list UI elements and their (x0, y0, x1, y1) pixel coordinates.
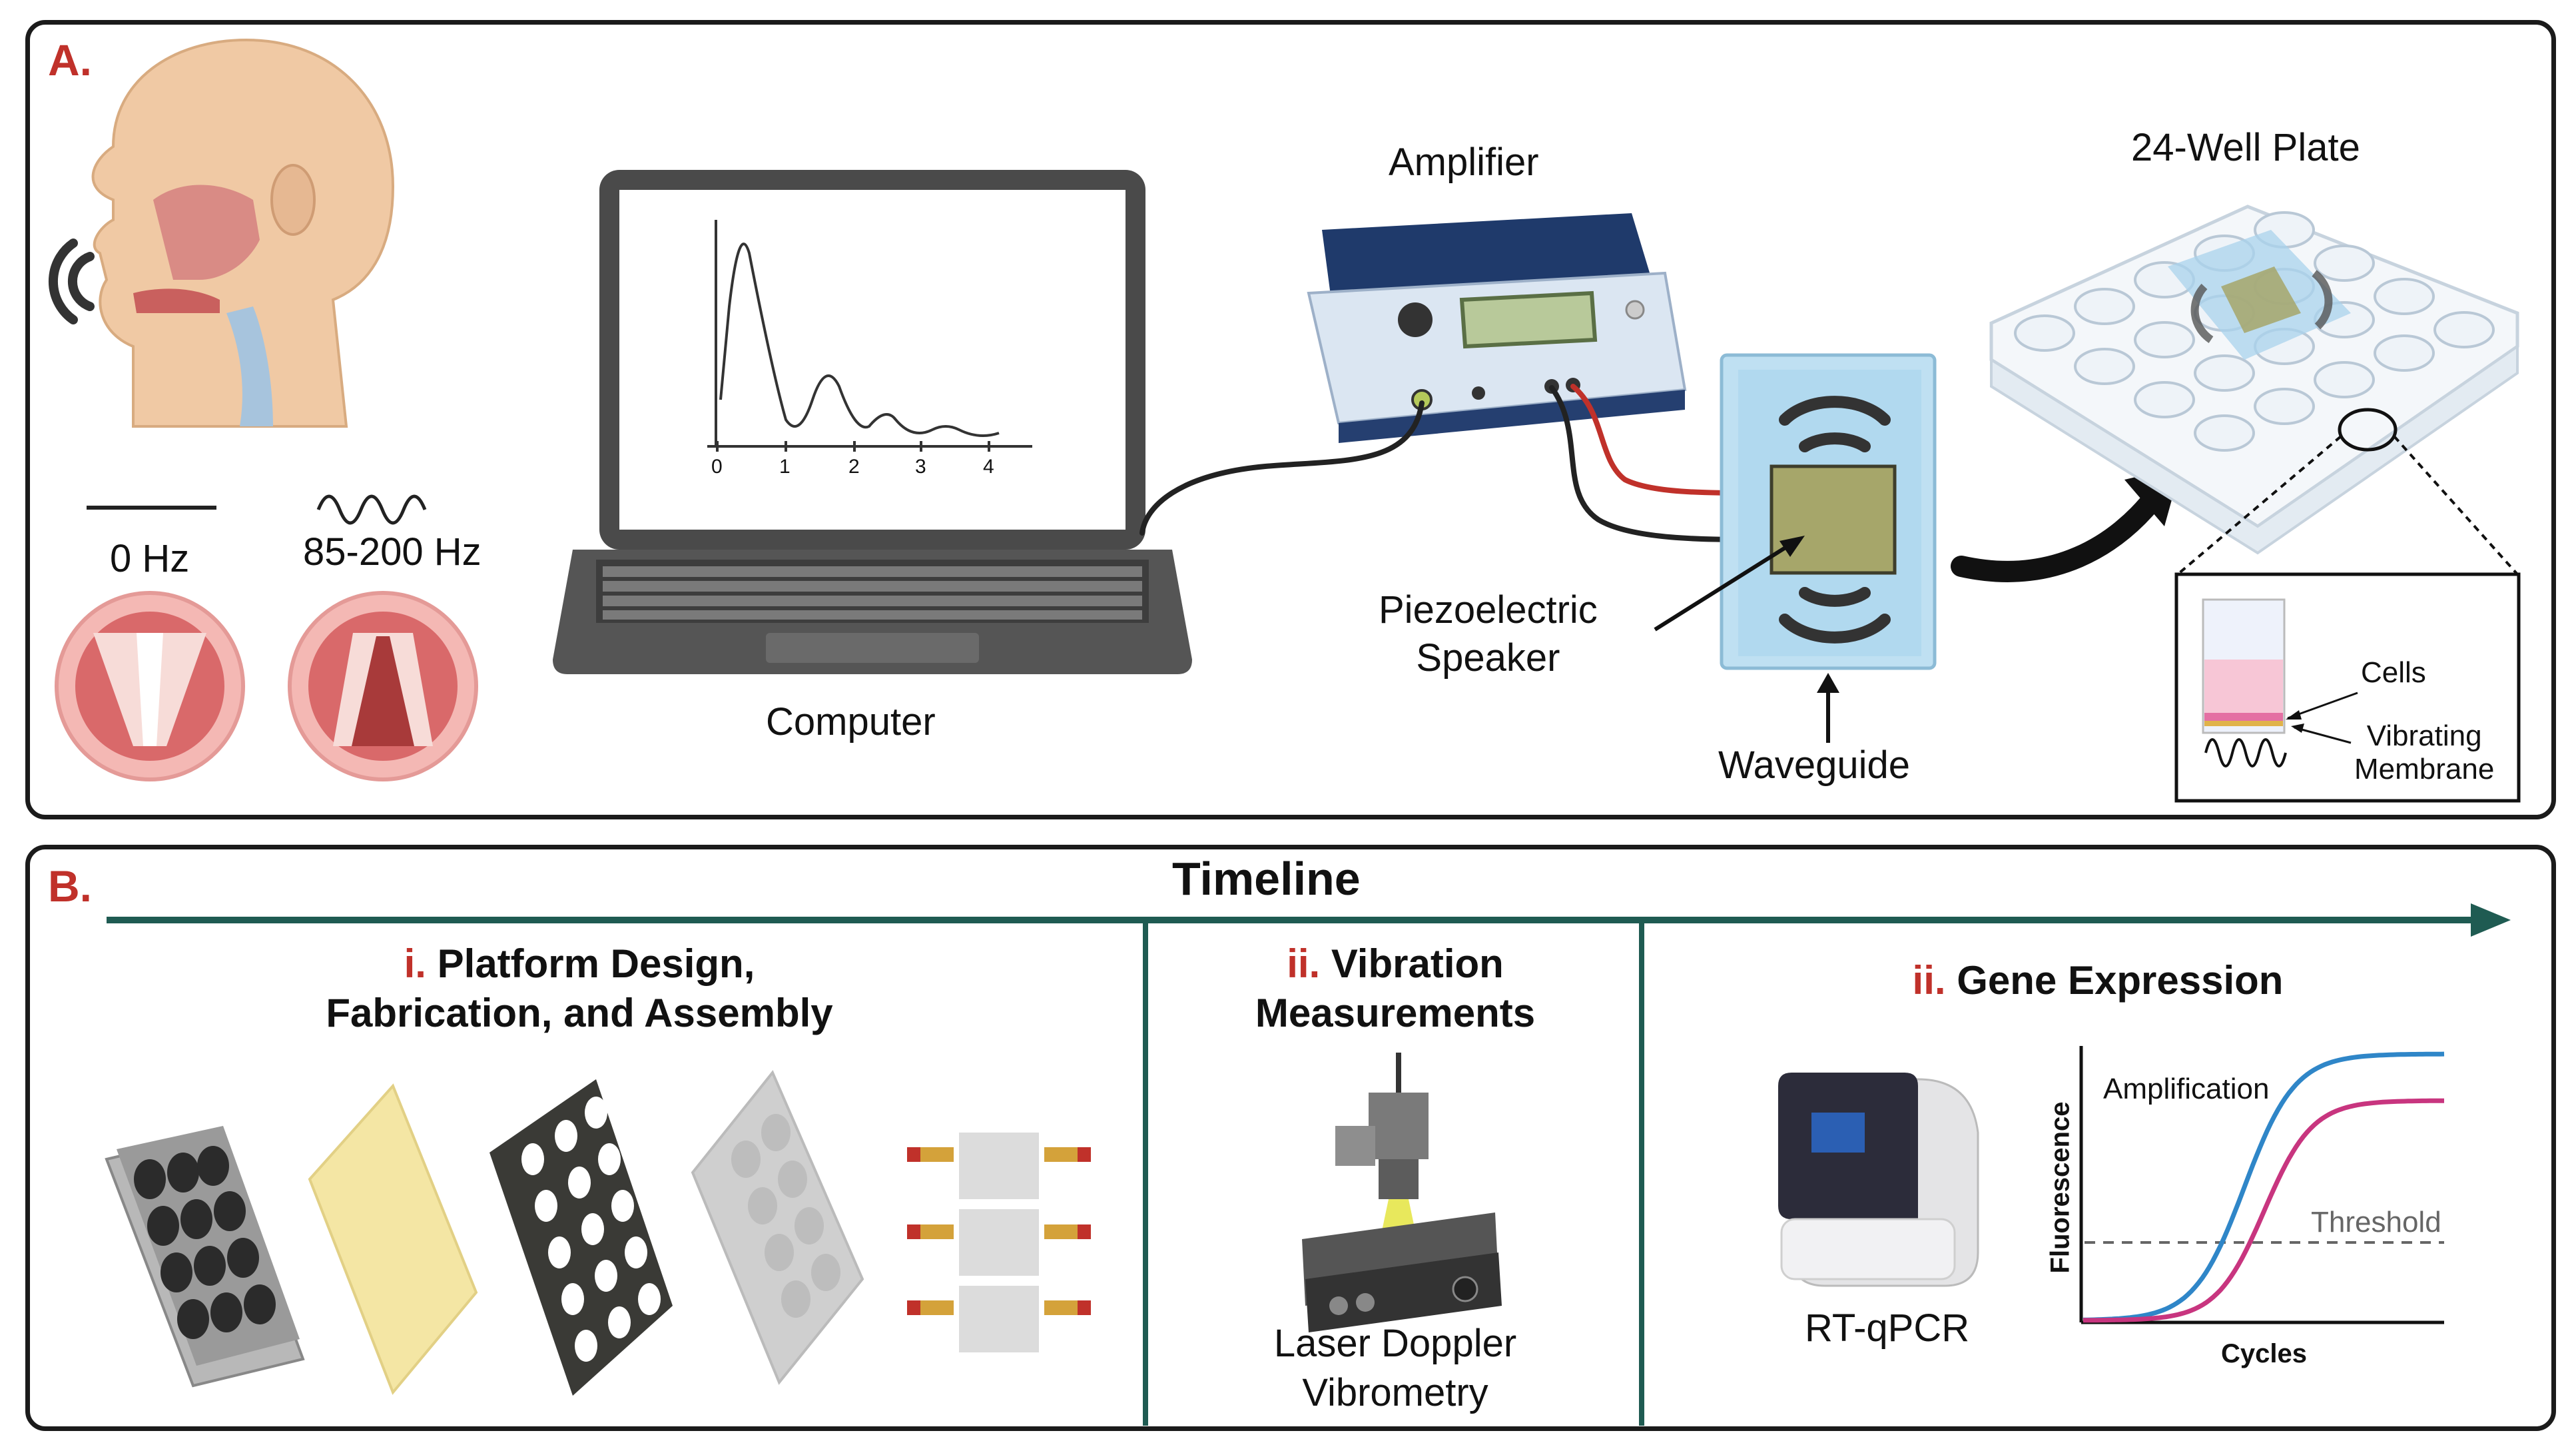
film-sheet-icon (691, 1070, 864, 1385)
computer-label: Computer (766, 700, 936, 743)
qpcr-machine-icon (1778, 1073, 1979, 1287)
cells-label: Cells (2361, 656, 2426, 689)
speaker-label-line2: Speaker (1416, 636, 1560, 680)
waveguide-icon (1720, 353, 1937, 670)
panel-a-label: A. (48, 35, 92, 85)
amplifier-label: Amplifier (1389, 141, 1539, 184)
gasket-icon (489, 1079, 673, 1396)
speaker-label-line1: Piezoelectric (1379, 588, 1598, 632)
membrane-label: Vibrating Membrane (2354, 720, 2494, 786)
waveguide-label: Waveguide (1718, 743, 1911, 787)
amplification-curves (2083, 1051, 2445, 1323)
speaker-label: Piezoelectric Speaker (1379, 586, 1598, 682)
sound-waves-icon (48, 239, 95, 324)
stage2-title-line1: Vibration (1331, 941, 1504, 986)
stage1-number: i. (404, 941, 426, 986)
ldv-caption-line1: Laser Doppler (1273, 1322, 1517, 1365)
screen-tick-1: 1 (779, 456, 791, 478)
panel-b (25, 845, 2556, 1431)
screen-tick-0: 0 (711, 456, 723, 478)
stage3-number: ii. (1912, 958, 1946, 1003)
panel-b-label: B. (48, 861, 92, 911)
amplification-chart (2079, 1046, 2444, 1324)
screen-tick-4: 4 (983, 456, 994, 478)
stage2-title-line2: Measurements (1255, 991, 1536, 1035)
stage1-title: i. Platform Design, Fabrication, and Ass… (246, 939, 912, 1038)
curve-magenta (2083, 1098, 2444, 1323)
membrane-label-line2: Membrane (2354, 753, 2495, 785)
membrane-label-line1: Vibrating (2366, 720, 2482, 752)
vibrometer-icon (1302, 1053, 1502, 1332)
stage2-number: ii. (1287, 941, 1321, 986)
curve-blue (2083, 1051, 2445, 1322)
amplification-label: Amplification (2103, 1073, 2270, 1105)
plate-label: 24-Well Plate (2131, 126, 2360, 169)
screen-plot (707, 220, 1032, 452)
piezo-elements-icon (907, 1133, 1091, 1352)
waveguide-arrow (1817, 673, 1839, 743)
ldv-caption: Laser Doppler Vibrometry (1199, 1319, 1592, 1418)
freq-zero-label: 0 Hz (110, 537, 190, 580)
x-axis-label: Cycles (2221, 1339, 2307, 1368)
freq-range-label: 85-200 Hz (303, 530, 482, 574)
cables (1139, 384, 1761, 542)
vocal-folds-open-icon (55, 591, 245, 781)
rtqpcr-label: RT-qPCR (1805, 1306, 1970, 1350)
stage1-title-line2: Fabrication, and Assembly (326, 991, 833, 1035)
timeline-arrow (107, 903, 2511, 937)
threshold-label: Threshold (2311, 1206, 2441, 1238)
well-plate-stack-icon (105, 1126, 305, 1388)
y-axis-label: Fluorescence (2045, 1101, 2075, 1274)
sine-wave-icon (316, 494, 427, 525)
vocal-folds-vibrating-icon (288, 591, 478, 781)
speaker-arrow (1654, 536, 1805, 632)
screen-tick-3: 3 (915, 456, 926, 478)
amplifier-icon (1307, 213, 1687, 443)
stage3-title: ii. Gene Expression (1798, 956, 2398, 1005)
membrane-sheet-icon (308, 1083, 478, 1395)
stage2-title: ii. Vibration Measurements (1185, 939, 1605, 1038)
inset-box (2174, 572, 2521, 803)
stage1-title-line1: Platform Design, (437, 941, 755, 986)
well-plate-icon (1989, 205, 2519, 555)
head-icon (91, 38, 395, 428)
screen-tick-2: 2 (848, 456, 860, 478)
timeline-title: Timeline (1172, 853, 1361, 905)
stage3-title-text: Gene Expression (1957, 958, 2284, 1003)
ldv-caption-line2: Vibrometry (1302, 1371, 1488, 1414)
